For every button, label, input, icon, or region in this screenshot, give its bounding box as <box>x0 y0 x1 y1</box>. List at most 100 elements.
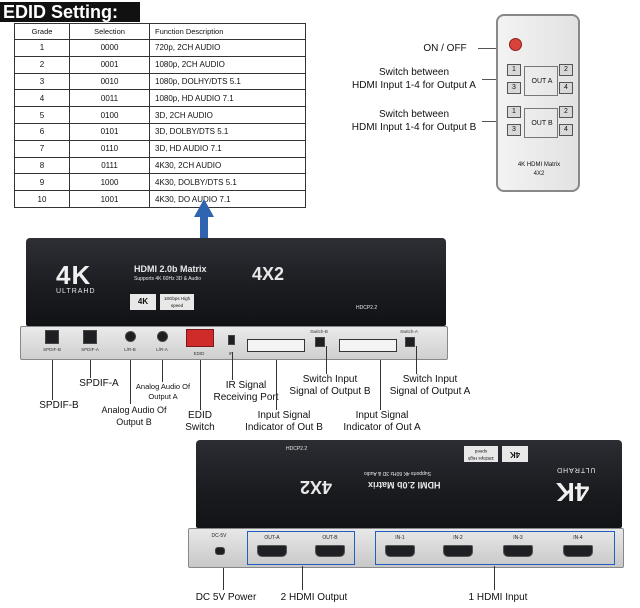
switch-a-port-label: Switch-A <box>400 329 418 334</box>
front-model-size: 4X2 <box>300 477 333 497</box>
out-b-label: OUT B <box>531 120 553 127</box>
matrix-rear-panel: SPDIF-B SPDIF-A L/R-B L/R-A EDID IR Swit… <box>20 326 448 360</box>
out-b-group <box>524 108 558 138</box>
header-grade: Grade <box>14 23 70 40</box>
ir-leader <box>232 352 233 380</box>
indicator-a-callout-line2: Indicator of Out A <box>343 422 421 433</box>
ir-remote: OUT A 1 2 3 4 OUT B 1 2 3 4 4K HDMI Matr… <box>496 14 580 192</box>
matrix-front-body: HDCP2.2 4X2 HDMI 2.0b Matrix Supports 4K… <box>196 440 622 528</box>
front-model-name: HDMI 2.0b Matrix <box>368 480 441 490</box>
spdif-a-port <box>83 330 97 344</box>
model-supports: Supports 4K 60Hz 3D & Audio <box>134 276 201 282</box>
remote-key-a1[interactable]: 1 <box>507 64 521 76</box>
on-off-label: ON / OFF <box>423 43 467 54</box>
analog-a-callout: Analog Audio Of Output A <box>128 382 198 402</box>
matrix-rear-body: 4K ULTRAHD HDMI 2.0b Matrix Supports 4K … <box>26 238 446 326</box>
grade-cell: 7 <box>14 139 70 158</box>
indicator-a-callout-line1: Input Signal <box>355 410 409 421</box>
audio-b-jack <box>125 331 136 342</box>
in-3-port-label: IN-3 <box>513 535 523 541</box>
switch-a-label: Switch between HDMI Input 1-4 for Output… <box>334 66 494 92</box>
switch-b-label-line2: HDMI Input 1-4 for Output B <box>351 122 477 133</box>
analog-b-callout-line2: Output B <box>116 417 152 427</box>
badge-speed: 18Gbps High speed <box>160 294 194 310</box>
logo-4k: 4K <box>56 260 92 290</box>
analog-b-leader <box>130 360 131 404</box>
function-cell: 3D, DOLBY/DTS 5.1 <box>149 122 306 141</box>
remote-key-b1[interactable]: 1 <box>507 106 521 118</box>
hdmi-out-a-port <box>257 545 287 557</box>
power-button[interactable] <box>509 38 522 51</box>
ir-callout-line2: Receiving Port <box>213 392 279 403</box>
hdcp-label: HDCP2.2 <box>356 305 378 311</box>
selection-cell: 0010 <box>69 72 150 91</box>
hdmi-input-leader <box>494 566 495 590</box>
hdmi-in-2-port <box>443 545 473 557</box>
hdmi-in-3-port <box>503 545 533 557</box>
spdif-a-callout: SPDIF-A <box>79 378 119 389</box>
selection-cell: 0000 <box>69 39 150 57</box>
grade-cell: 4 <box>14 89 70 108</box>
in-1-port-label: IN-1 <box>395 535 405 541</box>
indicator-group-a <box>339 339 397 352</box>
remote-key-a2[interactable]: 2 <box>559 64 573 76</box>
indicator-group-b <box>247 339 305 352</box>
model-name: HDMI 2.0b Matrix <box>134 264 207 274</box>
grade-cell: 6 <box>14 122 70 141</box>
switch-b-button[interactable] <box>315 337 325 347</box>
dc-port-label: DC-5V <box>211 533 227 539</box>
grade-cell: 10 <box>14 190 70 208</box>
switch-b-callout-line2: Signal of Output B <box>289 386 371 397</box>
in-2-port-label: IN-2 <box>453 535 463 541</box>
analog-b-callout-line1: Analog Audio Of <box>101 405 167 415</box>
audio-a-jack <box>157 331 168 342</box>
model-size: 4X2 <box>252 264 285 284</box>
front-hdcp-label: HDCP2.2 <box>286 446 308 452</box>
function-cell: 1080p, DOLHY/DTS 5.1 <box>149 72 306 91</box>
front-badge-4k: 4K <box>502 446 528 462</box>
edid-callout: EDID Switch <box>180 410 220 434</box>
function-cell: 4K30, 2CH AUDIO <box>149 156 306 175</box>
remote-key-b4[interactable]: 4 <box>559 124 573 136</box>
switch-b-callout: Switch Input Signal of Output B <box>282 374 378 398</box>
edid-callout-line1: EDID <box>188 410 212 421</box>
indicator-a-leader <box>380 360 381 410</box>
header-selection: Selection <box>69 23 150 40</box>
grade-cell: 9 <box>14 173 70 192</box>
function-cell: 720p, 2CH AUDIO <box>149 39 306 57</box>
function-cell: 4K30, DO AUDIO 7.1 <box>149 190 306 208</box>
out-b-port-label: OUT-B <box>322 535 338 541</box>
dc-port <box>215 547 225 555</box>
remote-key-b3[interactable]: 3 <box>507 124 521 136</box>
spdif-b-port <box>45 330 59 344</box>
edid-dip-switch[interactable] <box>186 329 214 347</box>
function-cell: 1080p, HD AUDIO 7.1 <box>149 89 306 108</box>
switch-a-callout: Switch Input Signal of Output A <box>380 374 480 398</box>
remote-key-a3[interactable]: 3 <box>507 82 521 94</box>
selection-cell: 0111 <box>69 156 150 175</box>
remote-key-a4[interactable]: 4 <box>559 82 573 94</box>
arrow-up-icon <box>194 199 214 217</box>
switch-b-label: Switch between HDMI Input 1-4 for Output… <box>334 108 494 134</box>
spdif-a-leader <box>90 360 91 378</box>
function-cell: 4K30, DOLBY/DTS 5.1 <box>149 173 306 192</box>
ir-port-label: IR <box>228 351 234 356</box>
switch-a-button[interactable] <box>405 337 415 347</box>
edid-title: EDID Setting: <box>0 2 140 22</box>
grade-cell: 2 <box>14 55 70 74</box>
selection-cell: 0011 <box>69 89 150 108</box>
out-a-group <box>524 66 558 96</box>
remote-key-b2[interactable]: 2 <box>559 106 573 118</box>
ir-callout: IR Signal Receiving Port <box>206 380 286 404</box>
selection-cell: 0100 <box>69 106 150 124</box>
selection-cell: 1001 <box>69 190 150 208</box>
switch-a-callout-line2: Signal of Output A <box>389 386 471 397</box>
remote-name: 4K HDMI Matrix 4X2 <box>502 161 576 179</box>
grade-cell: 3 <box>14 72 70 91</box>
indicator-b-leader <box>276 360 277 410</box>
